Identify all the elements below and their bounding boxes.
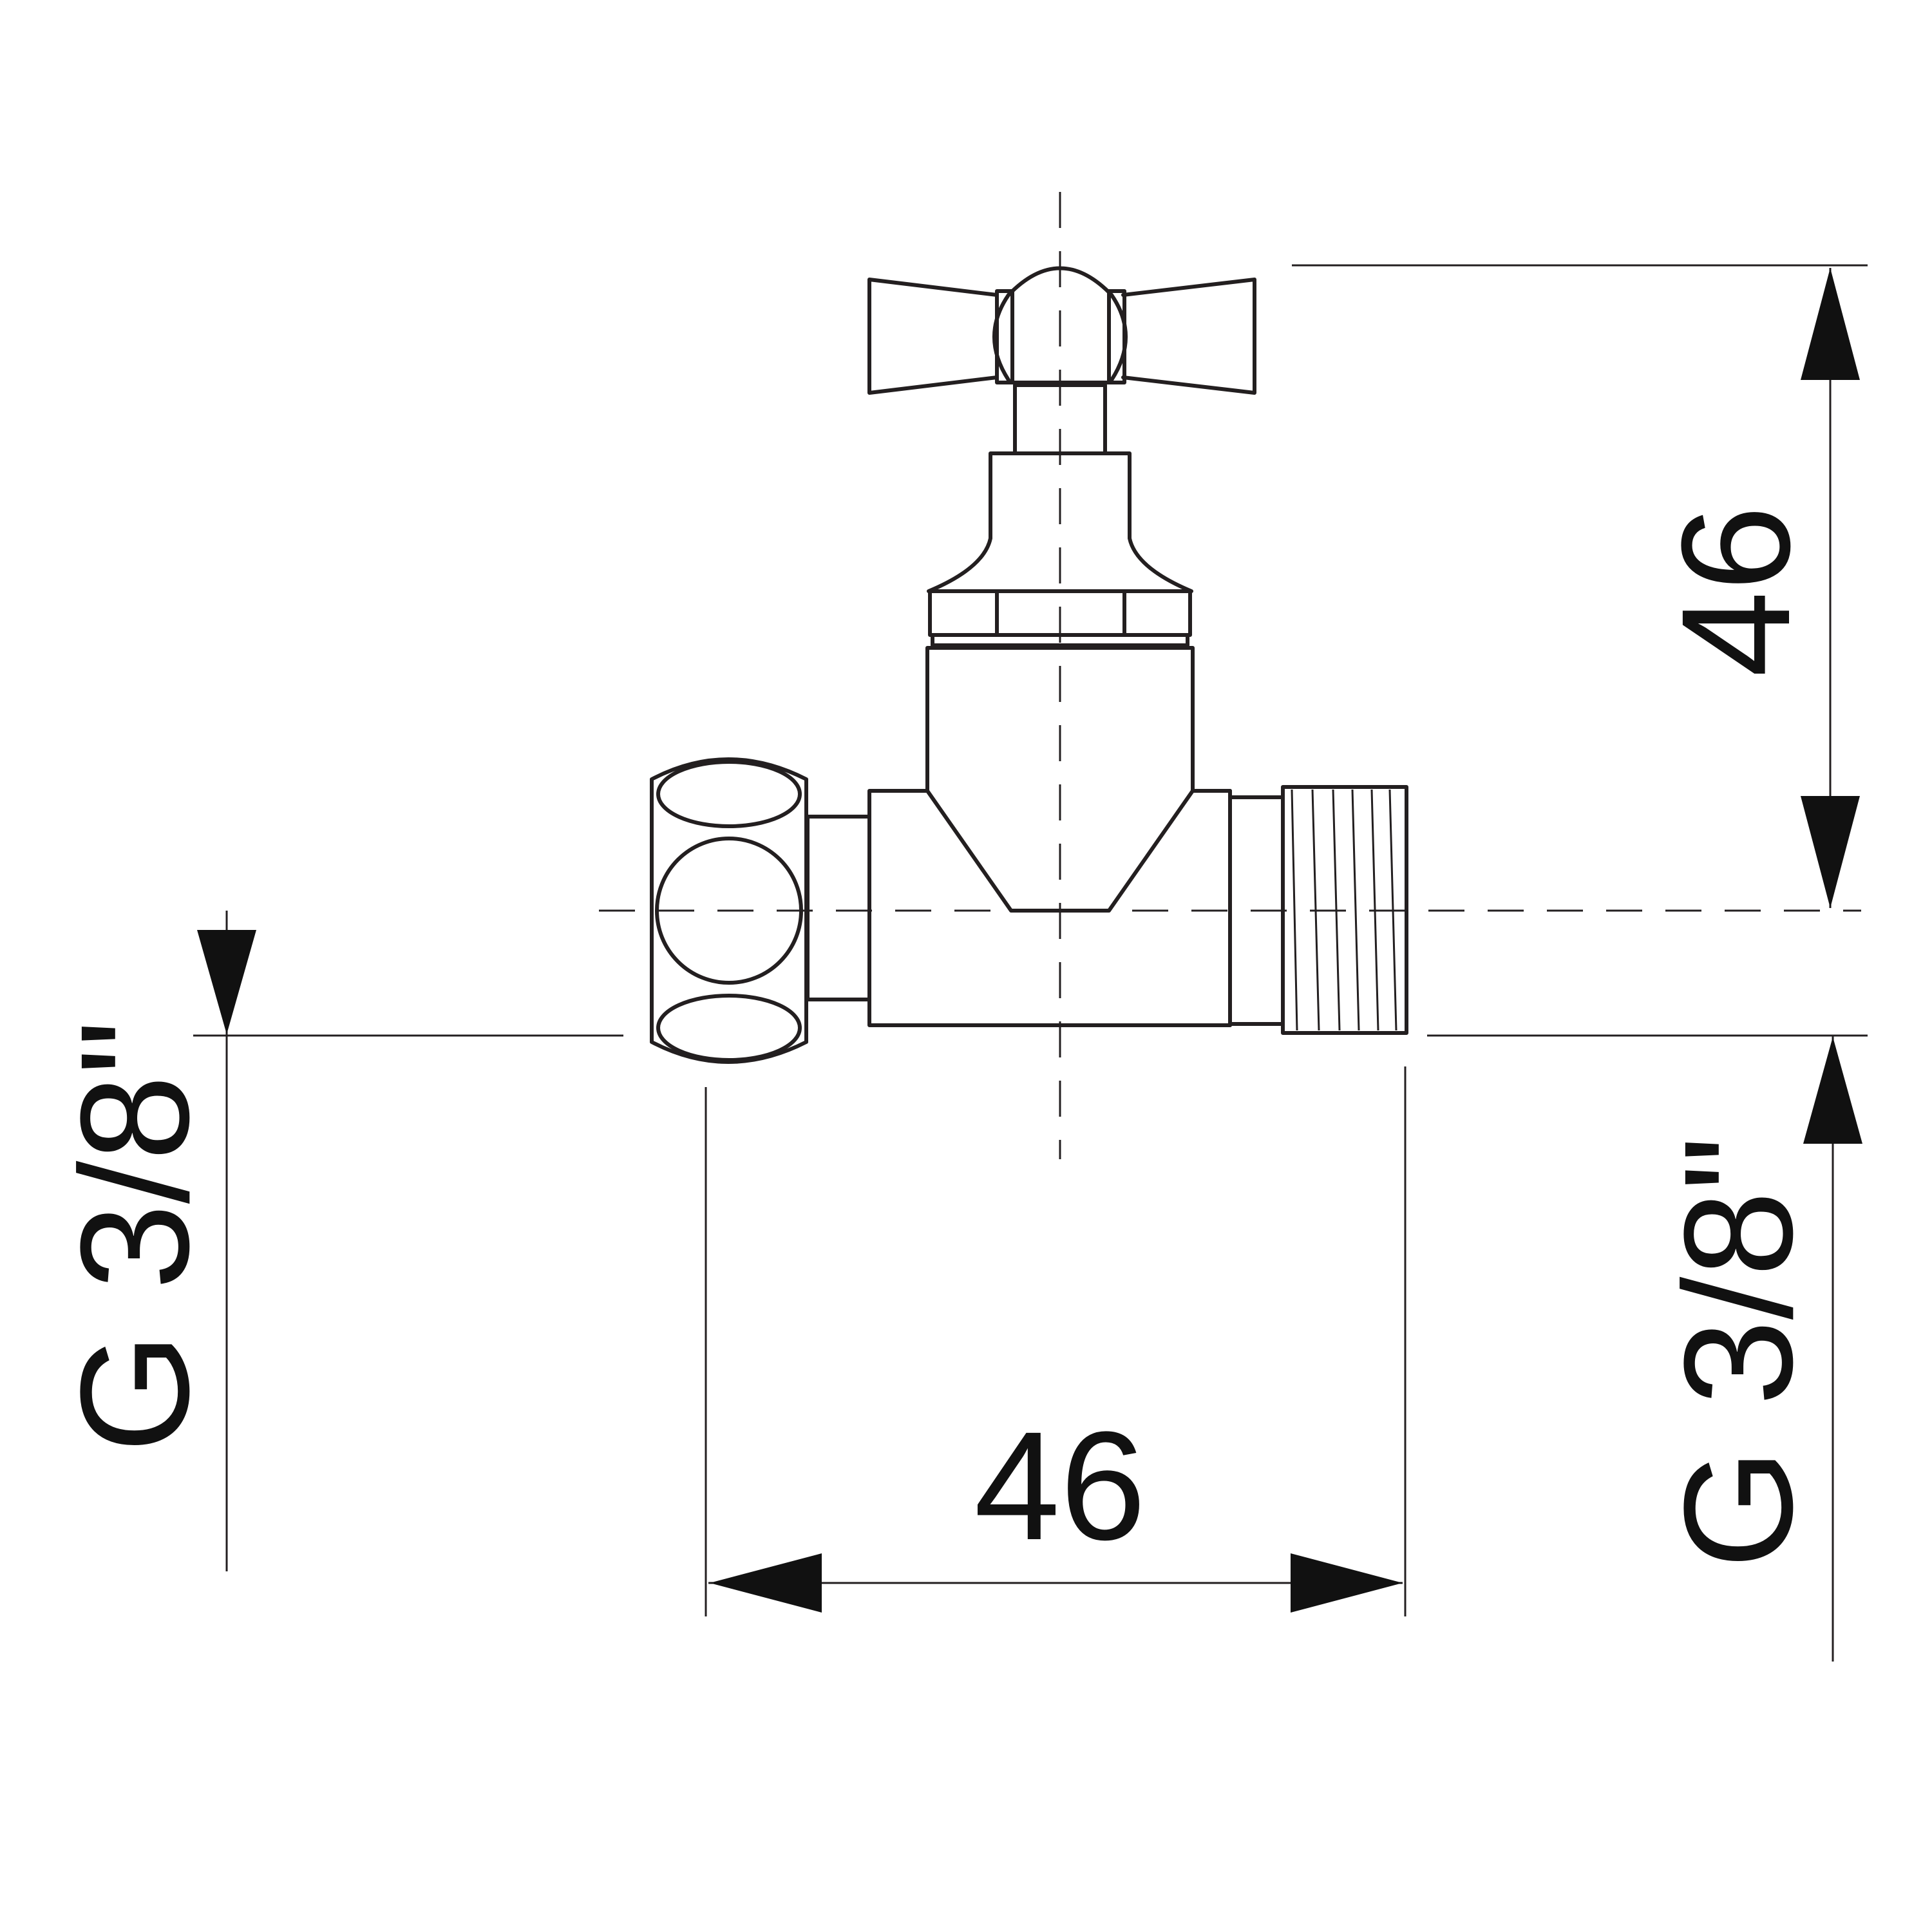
inlet-neck xyxy=(806,815,871,1001)
outlet-thread-dimension: G 3/8" xyxy=(1427,1034,1868,1662)
inlet-thread-dimension: G 3/8" xyxy=(48,911,623,1571)
handle-hub-left-bulge xyxy=(992,293,1010,382)
thread-line xyxy=(1311,789,1320,1031)
inlet-thread-arrow xyxy=(197,930,256,1034)
inlet-connection xyxy=(650,757,871,1064)
width-dimension-label: 46 xyxy=(974,1399,1146,1572)
body-upper-block xyxy=(925,646,1195,793)
height-arrow-top xyxy=(1801,268,1860,380)
thread-line xyxy=(1388,789,1397,1031)
height-arrow-bottom xyxy=(1801,796,1860,908)
width-arrow-right xyxy=(1291,1553,1403,1613)
thread-line xyxy=(1332,789,1341,1031)
height-dimension: 46 xyxy=(1292,264,1868,908)
handle-left-wing xyxy=(867,278,999,395)
width-arrow-left xyxy=(710,1553,822,1613)
thread-line xyxy=(1370,789,1379,1031)
inlet-thread-label: G 3/8" xyxy=(48,1020,221,1453)
width-dimension: 46 xyxy=(705,1066,1406,1616)
inlet-nut-face-center xyxy=(655,837,803,985)
body-main-outline xyxy=(867,789,1232,1027)
outlet-thread-body xyxy=(1281,785,1408,1035)
cross-handle xyxy=(867,266,1256,395)
outlet-thread-label: G 3/8" xyxy=(1652,1136,1824,1569)
outlet-thread-arrow xyxy=(1803,1037,1862,1144)
thread-line xyxy=(1291,789,1298,1031)
valve-body xyxy=(867,646,1232,1027)
outlet-thread-lines xyxy=(1291,789,1397,1031)
inlet-nut-outline xyxy=(650,757,808,1064)
inlet-nut-face-top xyxy=(656,760,802,828)
bonnet xyxy=(927,451,1193,647)
bonnet-collar xyxy=(931,633,1189,647)
inlet-nut-face-bottom xyxy=(656,994,802,1062)
thread-line xyxy=(1351,789,1360,1031)
handle-hub xyxy=(1007,266,1113,297)
seat-cone xyxy=(925,789,1195,913)
handle-right-wing xyxy=(1121,278,1256,395)
outlet-connection xyxy=(1228,785,1408,1035)
height-dimension-label: 46 xyxy=(1649,506,1822,677)
